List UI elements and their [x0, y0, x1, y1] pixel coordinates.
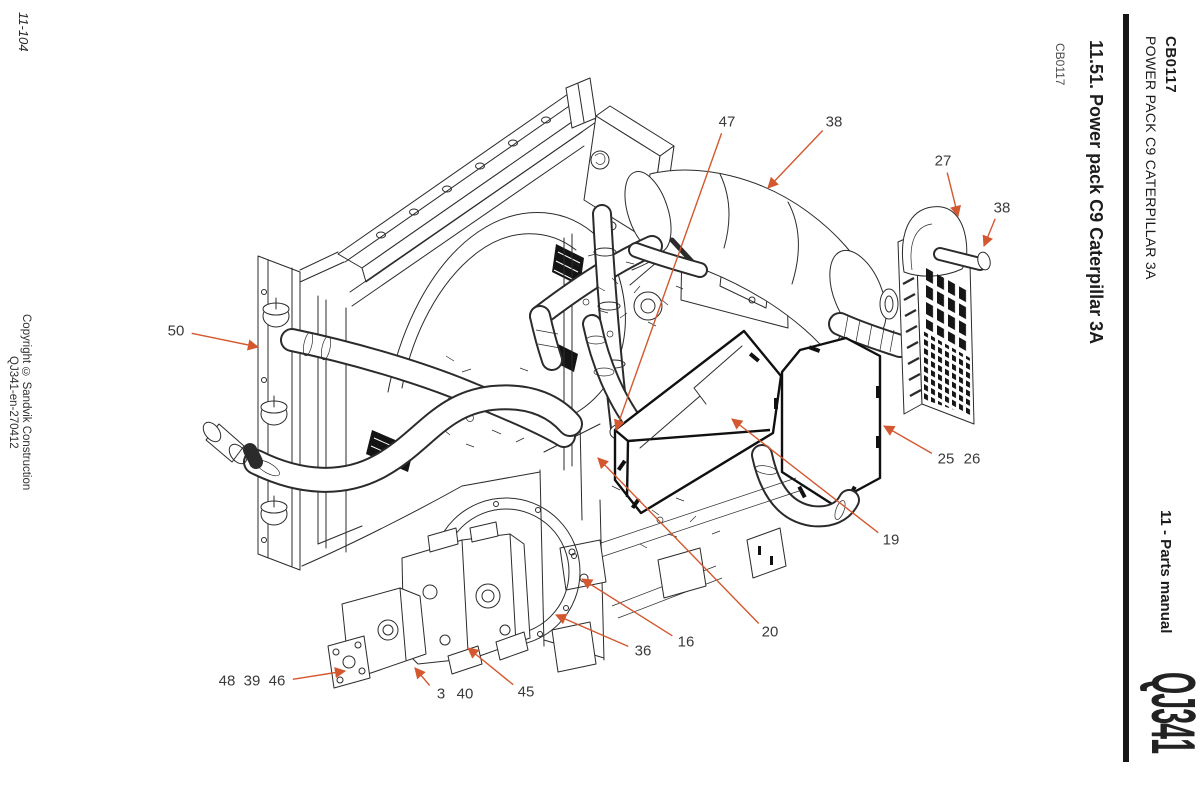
callout-leader-16	[581, 578, 673, 637]
callout-layer: 47 38 27 38 50 25 26 19 20 16 36 48 39 46 3 40 45	[168, 114, 1011, 703]
exhaust-flex-pipe	[828, 312, 912, 358]
callout-leader-38	[767, 130, 824, 189]
callout-leader-3	[414, 667, 431, 686]
pump-group	[327, 521, 531, 689]
callout-16: 16	[678, 634, 695, 651]
exhaust-guard	[879, 206, 991, 425]
callout-39: 39	[244, 673, 261, 690]
document-id: QJ341-en-270412	[7, 356, 19, 449]
chassis-mounts	[551, 477, 803, 673]
guard-hood	[901, 206, 968, 277]
callout-leader-47	[614, 133, 723, 432]
outlet-pipe	[933, 247, 991, 271]
brand-logo: QJ341	[1137, 672, 1200, 754]
callout-38: 38	[994, 200, 1011, 217]
callout-leader-20	[597, 457, 760, 624]
callout-leader-36	[554, 613, 629, 648]
chapter-label: 11 - Parts manual	[1157, 510, 1174, 634]
callout-46: 46	[269, 673, 286, 690]
callout-40: 40	[457, 686, 474, 703]
callout-leader-46	[292, 667, 347, 680]
callout-38: 38	[826, 114, 843, 131]
damper-knobs	[260, 297, 290, 526]
callout-36: 36	[635, 643, 652, 660]
callout-19: 19	[883, 532, 900, 549]
callout-27: 27	[935, 153, 952, 170]
turbo	[633, 291, 663, 321]
callout-leader-50	[191, 332, 260, 351]
callout-leader-25	[883, 425, 933, 454]
callout-50: 50	[168, 323, 185, 340]
callout-26: 26	[964, 451, 981, 468]
callout-47: 47	[719, 114, 736, 131]
callout-leader-27	[946, 172, 962, 218]
callout-leader-19	[731, 418, 879, 534]
section-title: 11.51. Power pack C9 Caterpillar 3A	[1086, 40, 1106, 345]
bracket-16	[559, 539, 607, 591]
callout-25: 25	[938, 451, 955, 468]
pump-end-cap	[327, 635, 371, 689]
cooler-plate	[780, 336, 882, 506]
page-number: 11-104	[16, 12, 31, 52]
callout-45: 45	[518, 684, 535, 701]
mesh-grille	[923, 331, 972, 416]
header-doc-title: POWER PACK C9 CATERPILLAR 3A	[1143, 36, 1159, 280]
header-divider-rule	[1123, 14, 1129, 762]
copyright-line: Copyright © Sandvik Construction	[20, 314, 32, 491]
header-doc-code: CB0117	[1162, 36, 1179, 94]
callout-leader-45	[467, 647, 514, 686]
lower-elbow-hose	[751, 444, 860, 528]
section-code: CB0117	[1053, 43, 1067, 86]
radiator-assembly	[257, 77, 626, 571]
tank-box	[613, 329, 783, 515]
loose-pin	[202, 421, 248, 465]
fan-emblem	[590, 150, 610, 170]
muffler	[624, 169, 887, 357]
callout-48: 48	[219, 673, 236, 690]
callout-3: 3	[437, 686, 445, 703]
callout-leader-38	[982, 218, 996, 248]
louver-grille	[924, 262, 968, 352]
callout-20: 20	[762, 624, 779, 641]
